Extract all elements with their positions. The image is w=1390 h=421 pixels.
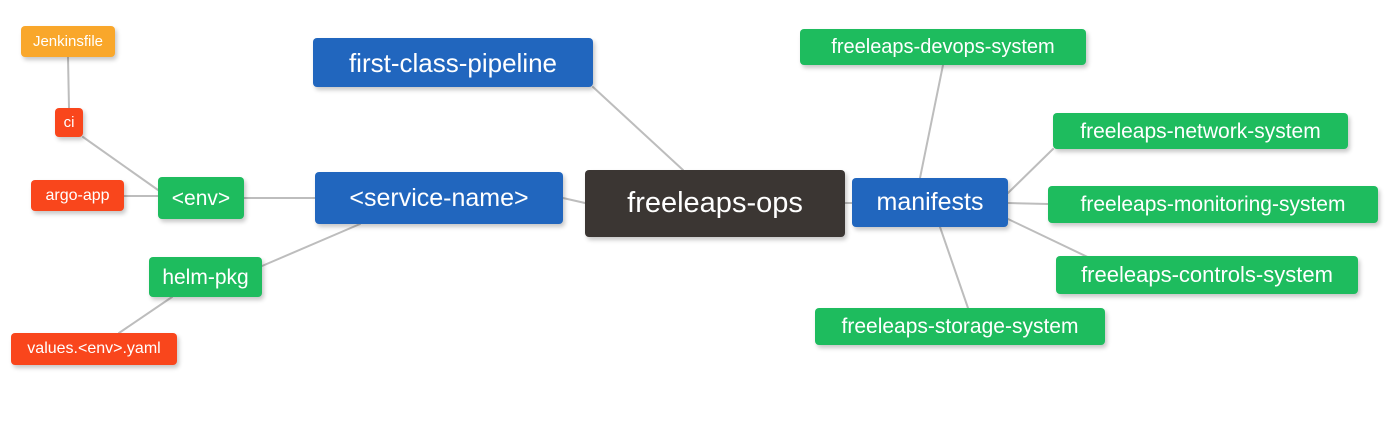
node-manifests[interactable]: manifests: [852, 178, 1008, 227]
node-ci[interactable]: ci: [55, 108, 83, 137]
node-label-jenkinsfile: Jenkinsfile: [32, 33, 104, 50]
node-label-freeleaps-monitoring-system: freeleaps-monitoring-system: [1080, 193, 1346, 216]
node-env[interactable]: <env>: [158, 177, 244, 219]
node-label-first-class-pipeline: first-class-pipeline: [348, 47, 558, 78]
node-freeleaps-controls-system[interactable]: freeleaps-controls-system: [1056, 256, 1358, 294]
node-label-freeleaps-devops-system: freeleaps-devops-system: [831, 36, 1055, 58]
node-label-freeleaps-controls-system: freeleaps-controls-system: [1081, 262, 1333, 287]
node-values-env-yaml[interactable]: values.<env>.yaml: [11, 333, 177, 365]
edge-manifests-to-freeleaps-monitoring-system: [1007, 202, 1049, 205]
node-label-helm-pkg: helm-pkg: [162, 265, 249, 289]
edge-ci-to-jenkinsfile: [67, 56, 70, 109]
node-label-values-env-yaml: values.<env>.yaml: [27, 340, 161, 357]
node-service-name[interactable]: <service-name>: [315, 172, 563, 224]
node-freeleaps-network-system[interactable]: freeleaps-network-system: [1053, 113, 1348, 149]
edge-freeleaps-ops-to-service-name: [562, 197, 586, 204]
node-label-env: <env>: [171, 186, 231, 210]
node-first-class-pipeline[interactable]: first-class-pipeline: [313, 38, 593, 87]
node-label-manifests: manifests: [876, 188, 984, 216]
edge-manifests-to-freeleaps-storage-system: [939, 226, 969, 309]
edge-service-name-to-helm-pkg: [261, 223, 361, 267]
node-helm-pkg[interactable]: helm-pkg: [149, 257, 262, 297]
node-label-service-name: <service-name>: [349, 183, 529, 212]
node-label-freeleaps-storage-system: freeleaps-storage-system: [841, 315, 1079, 338]
node-jenkinsfile[interactable]: Jenkinsfile: [21, 26, 115, 57]
edge-helm-pkg-to-values-env-yaml: [118, 296, 173, 334]
node-freeleaps-monitoring-system[interactable]: freeleaps-monitoring-system: [1048, 186, 1378, 223]
edge-manifests-to-freeleaps-devops-system: [919, 64, 944, 179]
node-freeleaps-ops[interactable]: freeleaps-ops: [585, 170, 845, 237]
node-argo-app[interactable]: argo-app: [31, 180, 124, 211]
edge-manifests-to-freeleaps-network-system: [1007, 148, 1054, 194]
edge-freeleaps-ops-to-first-class-pipeline: [592, 86, 684, 171]
node-label-freeleaps-ops: freeleaps-ops: [627, 187, 803, 219]
node-label-argo-app: argo-app: [45, 186, 110, 204]
node-freeleaps-storage-system[interactable]: freeleaps-storage-system: [815, 308, 1105, 345]
node-freeleaps-devops-system[interactable]: freeleaps-devops-system: [800, 29, 1086, 65]
node-label-ci: ci: [63, 114, 75, 131]
node-label-freeleaps-network-system: freeleaps-network-system: [1080, 119, 1321, 143]
